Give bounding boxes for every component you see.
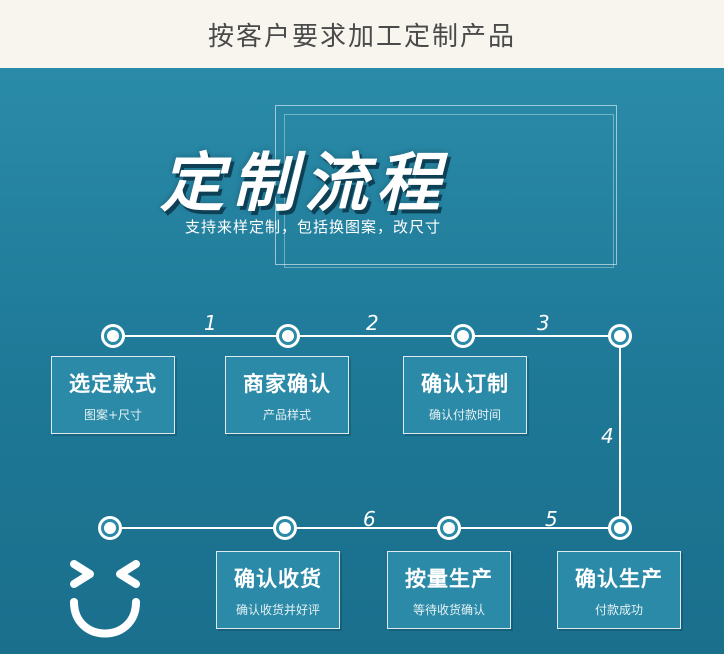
card-title: 选定款式 xyxy=(69,371,157,396)
card-subtitle: 产品样式 xyxy=(262,407,311,422)
card-subtitle: 付款成功 xyxy=(594,602,643,617)
flow-node xyxy=(101,324,125,348)
card-title: 确认生产 xyxy=(575,566,663,591)
card-title: 确认收货 xyxy=(234,566,322,591)
flow-node xyxy=(98,516,122,540)
card-title: 按量生产 xyxy=(405,566,493,591)
flow-node xyxy=(608,324,632,348)
flow-node xyxy=(451,324,475,348)
card-subtitle: 图案+尺寸 xyxy=(83,407,143,422)
decorative-frame-outer xyxy=(275,105,617,265)
step-card-merchant-confirm: 商家确认 产品样式 xyxy=(225,356,349,434)
step-number-1: 1 xyxy=(204,311,217,335)
card-subtitle: 确认收货并好评 xyxy=(235,602,320,617)
step-number-6: 6 xyxy=(363,507,376,531)
step-number-2: 2 xyxy=(366,311,379,335)
flow-node xyxy=(437,516,461,540)
flow-node xyxy=(273,516,297,540)
step-card-confirm-receipt: 确认收货 确认收货并好评 xyxy=(216,551,340,629)
step-number-5: 5 xyxy=(545,507,558,531)
hero-title: 定制流程 xyxy=(160,147,448,221)
decorative-frame-inner xyxy=(284,114,614,268)
header-bar: 按客户要求加工定制产品 xyxy=(0,0,724,68)
flow-node xyxy=(608,516,632,540)
step-card-confirm-order: 确认订制 确认付款时间 xyxy=(403,356,527,434)
card-subtitle: 确认付款时间 xyxy=(428,407,501,422)
hero-subtitle: 支持来样定制，包括换图案，改尺寸 xyxy=(185,218,442,236)
step-card-select-style: 选定款式 图案+尺寸 xyxy=(51,356,175,434)
step-card-confirm-production: 确认生产 付款成功 xyxy=(557,551,681,629)
card-title: 商家确认 xyxy=(243,371,331,396)
step-number-4: 4 xyxy=(601,424,614,448)
step-number-3: 3 xyxy=(537,311,550,335)
flow-nodes xyxy=(98,324,632,540)
card-subtitle: 等待收货确认 xyxy=(412,602,485,617)
header-title: 按客户要求加工定制产品 xyxy=(207,21,516,52)
card-title: 确认订制 xyxy=(421,371,509,396)
flow-node xyxy=(276,324,300,348)
smiley-face-icon xyxy=(70,560,140,638)
step-card-mass-production: 按量生产 等待收货确认 xyxy=(387,551,511,629)
